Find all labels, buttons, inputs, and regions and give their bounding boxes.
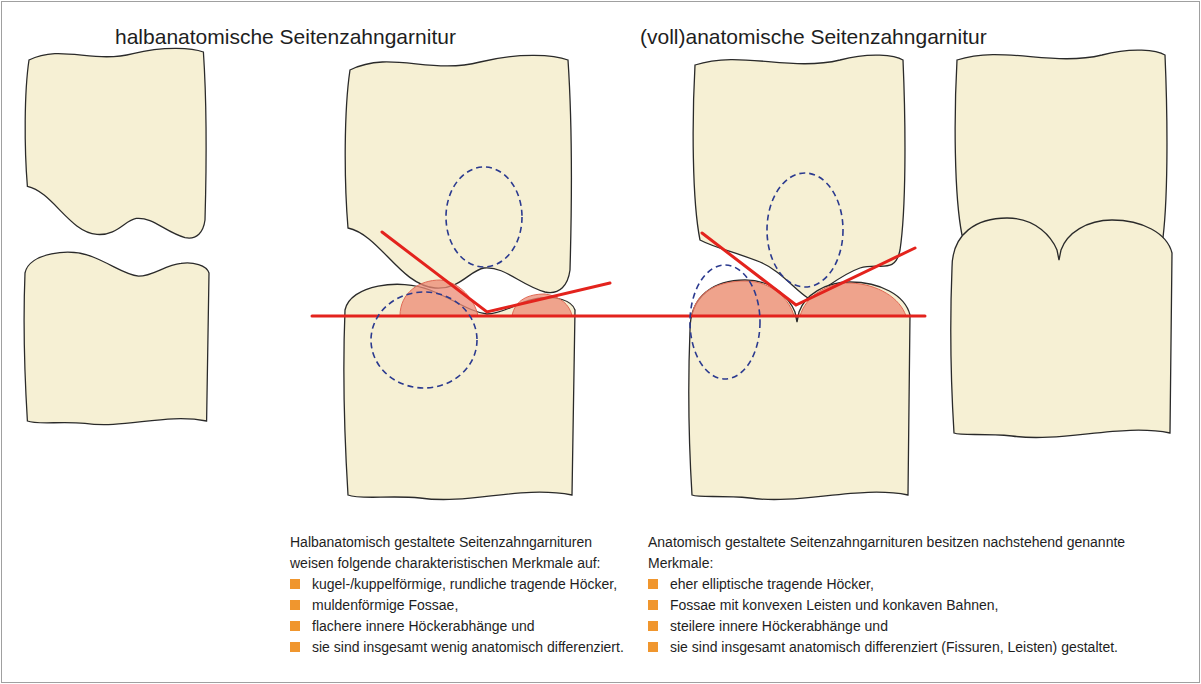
bullet-square (290, 600, 300, 610)
cusp-highlight (400, 280, 906, 316)
bullet-item: steilere innere Höckerabhänge und (648, 616, 1183, 637)
bullet-square (290, 621, 300, 631)
reference-line (312, 232, 925, 316)
bullet-text: Fossae mit konvexen Leisten und konkaven… (670, 595, 1183, 616)
bullet-item: Fossae mit konvexen Leisten und konkaven… (648, 595, 1183, 616)
upper-tooth (25, 48, 206, 238)
lower-tooth (689, 280, 910, 500)
bullet-square (290, 579, 300, 589)
column-heading: halbanatomische Seitenzahngarnitur (115, 24, 456, 49)
list-intro: Anatomisch gestaltete Seitenzahngarnitur… (648, 532, 1183, 574)
bullet-square (648, 600, 658, 610)
bullet-text: muldenförmige Fossae, (312, 595, 635, 616)
bullet-text: eher elliptische tragende Höcker, (670, 574, 1183, 595)
bullet-square (648, 579, 658, 589)
bullet-text: sie sind insgesamt anatomisch differenzi… (670, 637, 1183, 658)
bullet-text: kugel-/kuppelförmige, rundliche tragende… (312, 574, 635, 595)
lower-tooth (24, 252, 209, 424)
bullet-item: muldenförmige Fossae, (290, 595, 635, 616)
bullet-item: sie sind insgesamt anatomisch differenzi… (648, 637, 1183, 658)
bullet-square (290, 642, 300, 652)
upper-tooth (693, 55, 905, 298)
feature-list: Halbanatomisch gestaltete Seitenzahngarn… (290, 532, 635, 658)
lower-tooth (951, 218, 1172, 438)
bullet-text: sie sind insgesamt wenig anatomisch diff… (312, 637, 635, 658)
bullet-text: flachere innere Höckerabhänge und (312, 616, 635, 637)
bullet-square (648, 642, 658, 652)
bullet-text: steilere innere Höckerabhänge und (670, 616, 1183, 637)
cusp-outline (371, 167, 843, 388)
upper-tooth (345, 55, 571, 292)
column-heading: (voll)anatomische Seitenzahngarnitur (640, 24, 987, 49)
list-intro: Halbanatomisch gestaltete Seitenzahngarn… (290, 532, 635, 574)
bullet-item: kugel-/kuppelförmige, rundliche tragende… (290, 574, 635, 595)
bullet-item: sie sind insgesamt wenig anatomisch diff… (290, 637, 635, 658)
bullet-square (648, 621, 658, 631)
bullet-item: eher elliptische tragende Höcker, (648, 574, 1183, 595)
feature-list: Anatomisch gestaltete Seitenzahngarnitur… (648, 532, 1183, 658)
bullet-item: flachere innere Höckerabhänge und (290, 616, 635, 637)
